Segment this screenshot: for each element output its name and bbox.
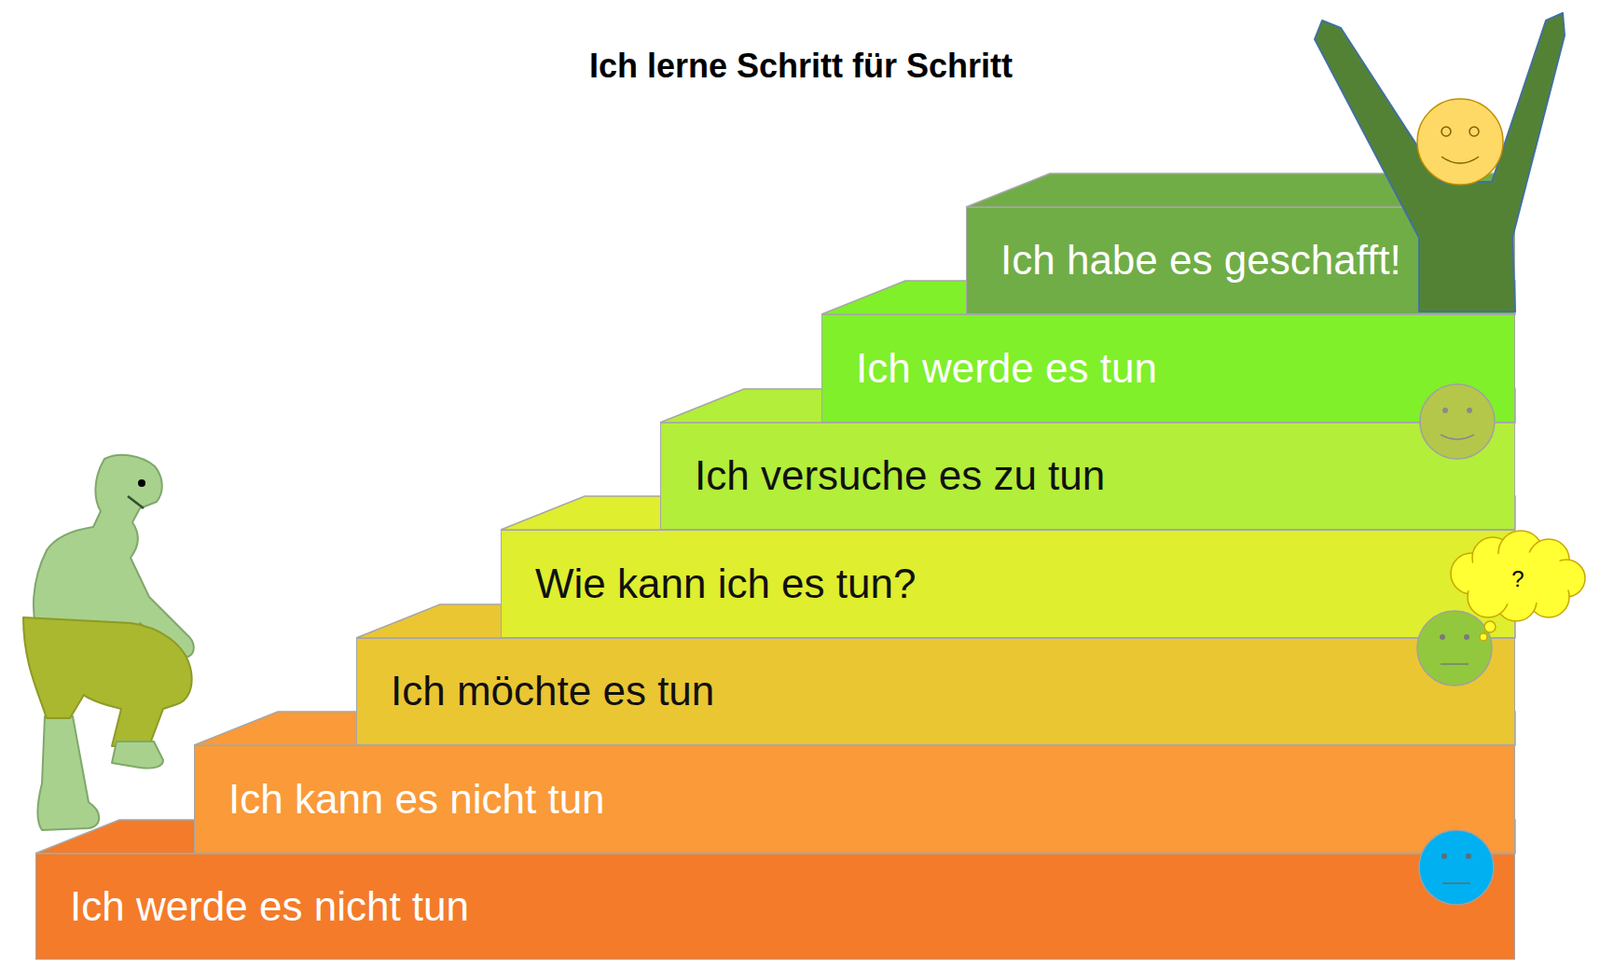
- face-eye: [1469, 126, 1479, 137]
- face-eye: [1441, 853, 1448, 859]
- mood-face: [1420, 384, 1495, 459]
- cloud-fill: [1462, 551, 1574, 605]
- step-label: Wie kann ich es tun?: [535, 561, 916, 607]
- face-eye: [1466, 407, 1473, 414]
- cloud-tail: [1484, 620, 1496, 633]
- stair-step: Ich versuche es zu tun: [660, 422, 1516, 530]
- mood-face: [1417, 610, 1492, 686]
- stair-step: Ich möchte es tun: [356, 637, 1516, 745]
- climbing-figure: [23, 455, 194, 830]
- face-circle: [1420, 384, 1495, 459]
- figure-trousers: [23, 617, 193, 746]
- face-eye: [1441, 126, 1451, 137]
- face-mouth: [1441, 156, 1479, 164]
- smiley-face: [1417, 98, 1504, 185]
- face-eye: [1463, 634, 1470, 640]
- face-mouth: [1440, 434, 1475, 440]
- step-label: Ich habe es geschafft!: [1000, 237, 1402, 283]
- stair-step: Wie kann ich es tun?: [500, 529, 1516, 638]
- stair-step: Ich werde es nicht tun: [35, 853, 1516, 960]
- step-label: Ich versuche es zu tun: [694, 453, 1105, 498]
- step-label: Ich werde es nicht tun: [69, 883, 469, 929]
- face-mouth: [1440, 662, 1469, 665]
- face-circle: [1417, 610, 1492, 686]
- face-eye: [1442, 407, 1449, 414]
- figure-leg: [37, 716, 99, 830]
- step-label: Ich werde es tun: [855, 345, 1158, 391]
- face-eye: [1465, 853, 1472, 859]
- cheering-figure: [1314, 13, 1565, 312]
- diagram-title: Ich lerne Schritt für Schritt: [589, 46, 1013, 86]
- face-eye: [1439, 634, 1446, 640]
- step-label: Ich möchte es tun: [390, 668, 715, 714]
- figure-mouth: [127, 496, 144, 509]
- bubble-mark: ?: [1511, 565, 1524, 593]
- face-circle: [1419, 829, 1494, 905]
- figure-foot: [111, 741, 164, 769]
- stair-step: Ich werde es tun: [821, 314, 1516, 423]
- stair-top-faces: [35, 173, 1516, 854]
- figure-eye: [137, 479, 146, 487]
- mood-face: [1419, 829, 1494, 905]
- step-label: Ich kann es nicht tun: [228, 776, 606, 822]
- face-mouth: [1442, 882, 1471, 884]
- cloud-tail: [1479, 633, 1488, 641]
- stair-step: Ich kann es nicht tun: [193, 744, 1516, 854]
- figure-body: [1314, 13, 1565, 312]
- thought-bubble: [1450, 530, 1586, 641]
